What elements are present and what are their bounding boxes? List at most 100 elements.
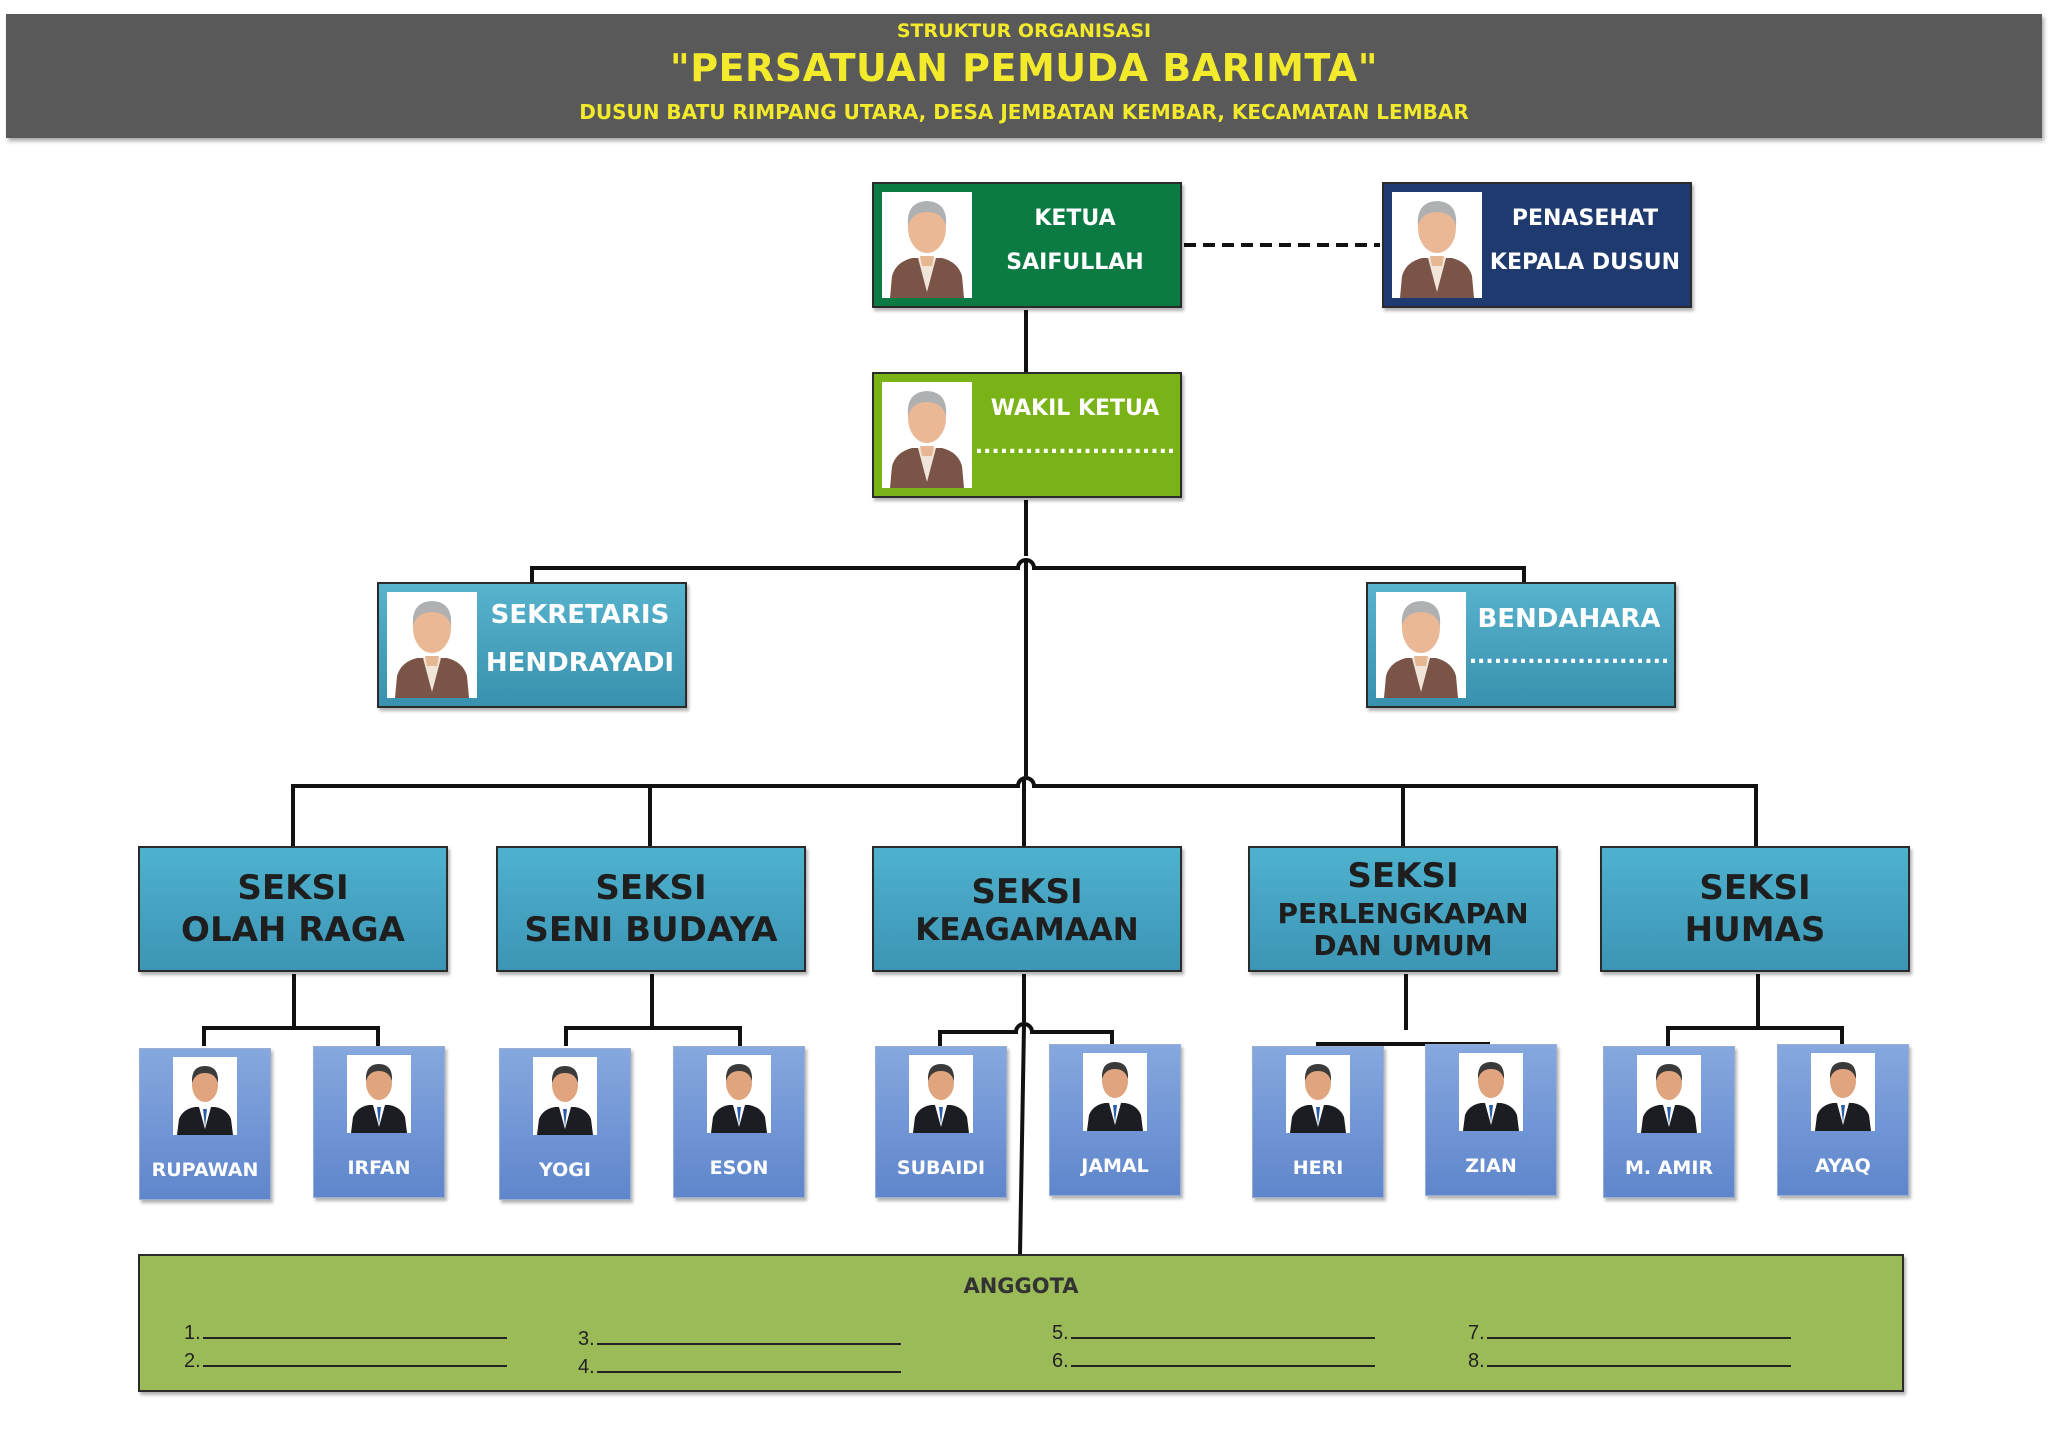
keagamaan-members-link: [938, 974, 1114, 1046]
businessman-avatar-icon: [1637, 1055, 1701, 1133]
seni-members-link: [564, 974, 742, 1046]
businessman-avatar-icon: [347, 1055, 411, 1133]
member-card: JAMAL: [1049, 1044, 1181, 1196]
member-name: SUBAIDI: [896, 1157, 986, 1179]
seksi-name: HUMAS: [1684, 910, 1826, 950]
blank-line: [202, 1351, 507, 1367]
anggota-line: 7.: [1468, 1322, 1791, 1345]
seksi-perlengkapan-box: SEKSI PERLENGKAPAN DAN UMUM: [1248, 846, 1558, 972]
anggota-number: 8.: [1468, 1350, 1485, 1372]
member-card: M. AMIR: [1603, 1046, 1735, 1198]
ketua-box: KETUA SAIFULLAH: [872, 182, 1182, 308]
member-name: JAMAL: [1081, 1155, 1149, 1177]
blank-line: [202, 1323, 507, 1339]
anggota-line: 5.: [1052, 1322, 1375, 1345]
member-name: M. AMIR: [1624, 1157, 1714, 1179]
wakil-ketua-box: WAKIL KETUA ........................: [872, 372, 1182, 498]
businessman-avatar-icon: [909, 1055, 973, 1133]
wakil-name: ........................: [974, 434, 1176, 459]
sekretaris-box: SEKRETARIS HENDRAYADI: [377, 582, 687, 708]
seksi-humas-box: SEKSI HUMAS: [1600, 846, 1910, 972]
bendahara-box: BENDAHARA ........................: [1366, 582, 1676, 708]
anggota-box: ANGGOTA 1. 2. 3. 4. 5. 6. 7. 8.: [138, 1254, 1904, 1392]
penasehat-box: PENASEHAT KEPALA DUSUN: [1382, 182, 1692, 308]
ketua-role: KETUA: [1034, 206, 1116, 231]
member-name: ESON: [709, 1157, 769, 1179]
seksi-name: SENI BUDAYA: [524, 910, 778, 950]
member-name: ZIAN: [1465, 1155, 1517, 1177]
member-card: RUPAWAN: [139, 1048, 271, 1200]
bendahara-name: ........................: [1468, 644, 1670, 669]
seksi-name: KEAGAMAAN: [915, 912, 1139, 948]
title-banner: STRUKTUR ORGANISASI "PERSATUAN PEMUDA BA…: [6, 14, 2042, 138]
anggota-line: 4.: [578, 1356, 901, 1379]
wakil-role: WAKIL KETUA: [990, 396, 1160, 421]
organization-name: "PERSATUAN PEMUDA BARIMTA": [669, 46, 1379, 90]
anggota-number: 7.: [1468, 1322, 1485, 1344]
member-name: AYAQ: [1815, 1155, 1871, 1177]
anggota-title: ANGGOTA: [963, 1274, 1079, 1298]
seksi-label: SEKSI: [1699, 868, 1811, 908]
member-card: SUBAIDI: [875, 1046, 1007, 1198]
seksi-label: SEKSI: [1347, 856, 1459, 896]
member-card: AYAQ: [1777, 1044, 1909, 1196]
olahraga-members-link: [202, 974, 380, 1046]
businessman-avatar-icon: [1286, 1055, 1350, 1133]
businessman-avatar-icon: [173, 1057, 237, 1135]
perlengkapan-members-link: [1316, 974, 1490, 1046]
seksi-keagamaan-box: SEKSI KEAGAMAAN: [872, 846, 1182, 972]
penasehat-name: KEPALA DUSUN: [1489, 250, 1681, 275]
member-name: IRFAN: [347, 1157, 411, 1179]
elder-person-avatar-icon: [1376, 592, 1466, 698]
member-name: HERI: [1292, 1157, 1344, 1179]
blank-line: [596, 1357, 901, 1373]
anggota-line: 8.: [1468, 1350, 1791, 1373]
anggota-line: 6.: [1052, 1350, 1375, 1373]
anggota-number: 4.: [578, 1356, 595, 1378]
blank-line: [1070, 1351, 1375, 1367]
anggota-line: 3.: [578, 1328, 901, 1351]
sections-bar: [291, 776, 1758, 846]
businessman-avatar-icon: [707, 1055, 771, 1133]
anggota-number: 2.: [184, 1350, 201, 1372]
seksi-name-line2: DAN UMUM: [1313, 929, 1493, 962]
banner-subtitle: STRUKTUR ORGANISASI: [896, 20, 1152, 42]
seksi-label: SEKSI: [971, 872, 1083, 912]
member-name: YOGI: [539, 1159, 591, 1181]
anggota-number: 3.: [578, 1328, 595, 1350]
seksi-label: SEKSI: [595, 868, 707, 908]
businessman-avatar-icon: [533, 1057, 597, 1135]
businessman-avatar-icon: [1459, 1053, 1523, 1131]
elder-person-avatar-icon: [882, 192, 972, 298]
blank-line: [1486, 1351, 1791, 1367]
elder-person-avatar-icon: [1392, 192, 1482, 298]
member-card: ESON: [673, 1046, 805, 1198]
member-name: RUPAWAN: [151, 1159, 259, 1181]
seksi-label: SEKSI: [237, 868, 349, 908]
anggota-number: 6.: [1052, 1350, 1069, 1372]
member-card: ZIAN: [1425, 1044, 1557, 1196]
seksi-name: PERLENGKAPAN: [1277, 897, 1529, 930]
anggota-number: 5.: [1052, 1322, 1069, 1344]
seksi-name: OLAH RAGA: [181, 910, 405, 950]
member-card: IRFAN: [313, 1046, 445, 1198]
blank-line: [596, 1329, 901, 1345]
anggota-number: 1.: [184, 1322, 201, 1344]
penasehat-role: PENASEHAT: [1511, 206, 1659, 231]
member-card: YOGI: [499, 1048, 631, 1200]
elder-person-avatar-icon: [387, 592, 477, 698]
seksi-seni-budaya-box: SEKSI SENI BUDAYA: [496, 846, 806, 972]
humas-members-link: [1666, 974, 1844, 1046]
anggota-trunk-link: [1018, 1025, 1026, 1255]
seksi-olah-raga-box: SEKSI OLAH RAGA: [138, 846, 448, 972]
sekretaris-role: SEKRETARIS: [490, 600, 670, 630]
sekretaris-name: HENDRAYADI: [485, 648, 675, 678]
elder-person-avatar-icon: [882, 382, 972, 488]
member-card: HERI: [1252, 1046, 1384, 1198]
anggota-line: 2.: [184, 1350, 507, 1373]
blank-line: [1070, 1323, 1375, 1339]
businessman-avatar-icon: [1811, 1053, 1875, 1131]
blank-line: [1486, 1323, 1791, 1339]
anggota-line: 1.: [184, 1322, 507, 1345]
